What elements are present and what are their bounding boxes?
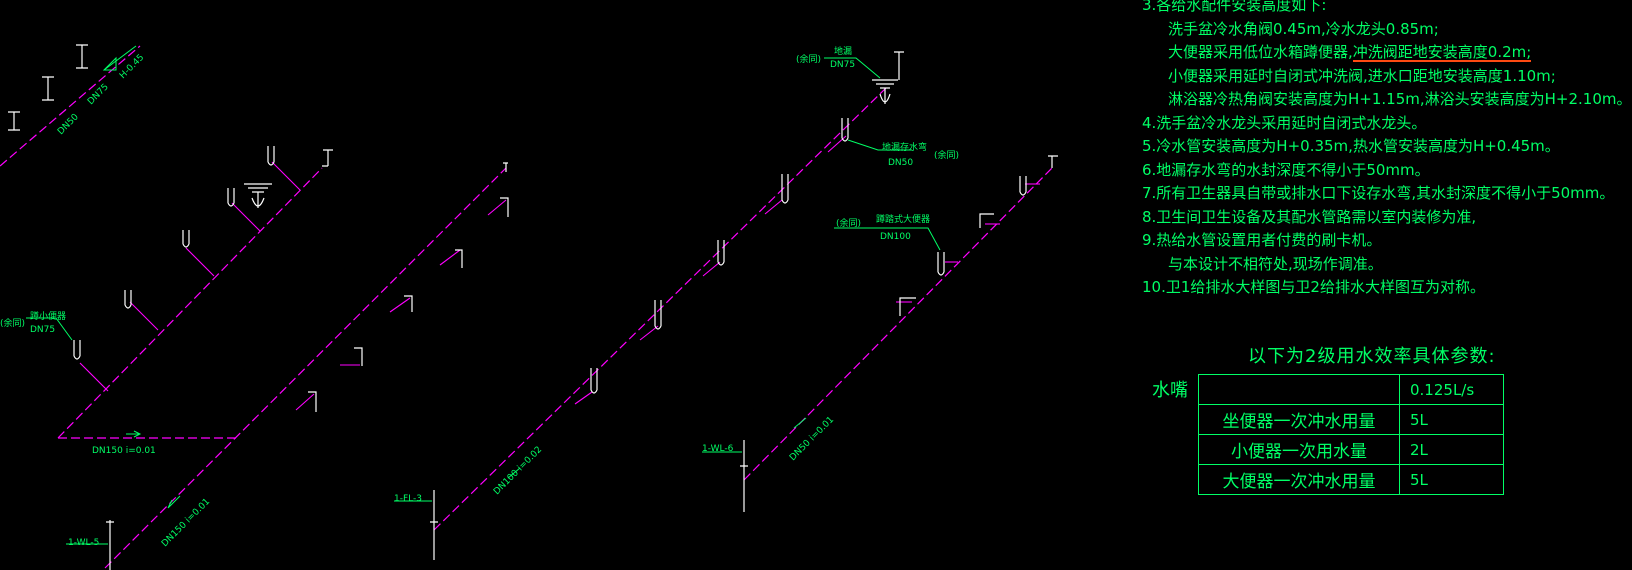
note-line: 9.热给水管设置用者付费的刷卡机。 (1142, 231, 1382, 249)
design-notes: 3.各给水配件安装高度如下: 洗手盆冷水角阀0.45m,冷水龙头0.85m; 大… (1142, 0, 1632, 300)
riser-diagonal-pipe (104, 167, 507, 569)
table-row: 小便器一次用水量 2L (1198, 434, 1504, 465)
left-main-pipe-label: DN150 i=0.01 (92, 446, 156, 456)
note-line: 8.卫生间卫生设备及其配水管路需以室内装修为准, (1142, 207, 1477, 226)
toilet-dn: DN100 (880, 232, 911, 242)
param-value: 5L (1399, 404, 1504, 435)
diagonal-branch-pipe (57, 167, 323, 439)
note-line: 10.卫1给排水大样图与卫2给排水大样图互为对称。 (1142, 278, 1485, 296)
trap-dn: DN50 (888, 158, 914, 168)
middle-diagonal-pipe (433, 87, 887, 531)
toilet-tag: (余同) (836, 219, 862, 229)
left-fixture-dn: DN75 (30, 325, 56, 335)
trap-tag: (余同) (934, 151, 960, 161)
note-line: 淋浴器冷热角阀安装高度为H+1.15m,淋浴头安装高度为H+2.10m。 (1168, 90, 1632, 108)
note-line: 大便器采用低位水箱蹲便器,冲洗阀距地安装高度0.2m; (1142, 41, 1552, 65)
toilet-name: 蹲踏式大便器 (876, 215, 931, 225)
top-left-pipe (0, 45, 141, 167)
table-row: 大便器一次冲水用量 5L (1198, 464, 1504, 495)
note-line: 6.地漏存水弯的水封深度不得小于50mm。 (1142, 160, 1430, 179)
param-value: 0.125L/s (1399, 374, 1504, 405)
table-row: 0.125L/s (1198, 374, 1504, 405)
right-pipe-system (702, 155, 1058, 512)
right-riser-tag: 1-WL-6 (702, 444, 734, 454)
middle-pipe-system (394, 51, 912, 560)
param-name: 小便器一次用水量 (1198, 434, 1400, 465)
left-fixture-name: 蹲小便器 (30, 312, 67, 322)
note-line: 5.冷水管安装高度为H+0.35m,热水管安装高度为H+0.45m。 (1142, 137, 1560, 155)
left-riser-tag: 1-WL-5 (68, 538, 100, 548)
params-label: 水嘴 (1152, 380, 1188, 401)
table-row: 坐便器一次冲水用量 5L (1198, 404, 1504, 435)
left-fixture-tag: (余同) (0, 319, 26, 329)
floor-drain-name: 地漏 (834, 47, 853, 57)
floor-drain-tag: (余同) (796, 55, 822, 65)
left-pipe-system (0, 44, 509, 570)
param-name (1198, 374, 1400, 405)
right-diagonal-pipe (743, 167, 1053, 481)
note-text: 大便器采用低位水箱蹲便器, (1168, 43, 1353, 61)
param-value: 5L (1399, 464, 1504, 495)
note-line: 与本设计不相符处,现场作调准。 (1168, 254, 1383, 273)
params-title: 以下为2级用水效率具体参数: (1248, 346, 1496, 367)
param-name: 大便器一次冲水用量 (1198, 464, 1400, 495)
note-line: 3.各给水配件安装高度如下: (1142, 0, 1327, 14)
params-table: 0.125L/s 坐便器一次冲水用量 5L 小便器一次用水量 2L 大便器一次冲… (1198, 374, 1504, 495)
note-line: 洗手盆冷水角阀0.45m,冷水龙头0.85m; (1168, 19, 1439, 38)
pipe-drawing (0, 44, 1058, 570)
note-line: 小便器采用延时自闭式冲洗阀,进水口距地安装高度1.10m; (1168, 66, 1556, 85)
highlighted-note-text: 冲洗阀距地安装高度0.2m; (1352, 43, 1532, 61)
middle-riser-tag: 1-FL-3 (394, 494, 422, 504)
param-value: 2L (1399, 434, 1504, 465)
floor-drain-dn: DN75 (830, 60, 856, 70)
trap-name: 地漏存水弯 (882, 143, 928, 153)
note-line: 7.所有卫生器具自带或排水口下设存水弯,其水封深度不得小于50mm。 (1142, 184, 1615, 202)
note-line: 4.洗手盆冷水龙头采用延时自闭式水龙头。 (1142, 113, 1427, 132)
param-name: 坐便器一次冲水用量 (1198, 404, 1400, 435)
